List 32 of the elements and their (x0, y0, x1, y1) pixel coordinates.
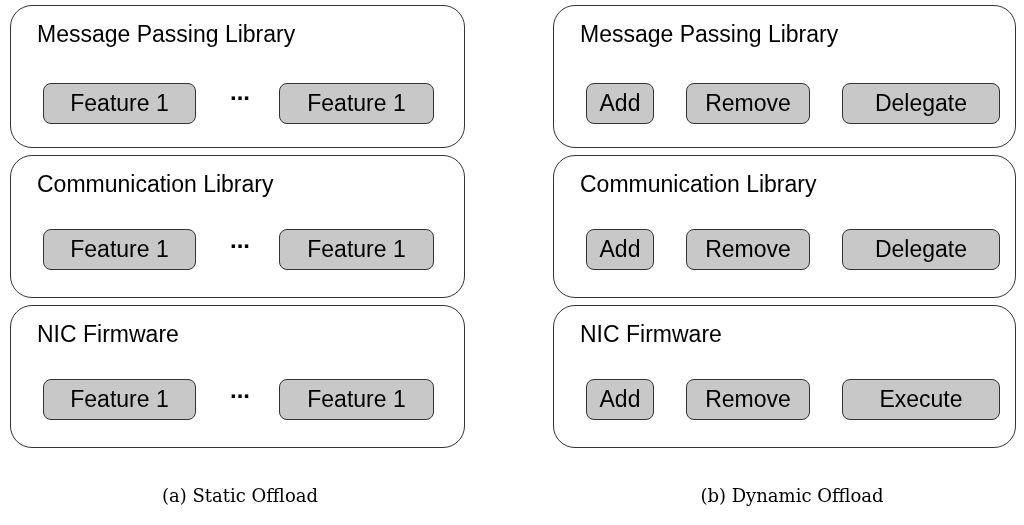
library-layer-box (10, 305, 465, 448)
layer-title: Communication Library (37, 170, 274, 199)
library-layer-box (553, 305, 1016, 448)
layer-title: NIC Firmware (580, 320, 722, 349)
ellipsis: ... (229, 378, 251, 402)
layer-title: Message Passing Library (37, 20, 296, 49)
layer-title: Communication Library (580, 170, 817, 199)
feature-box: Feature 1 (43, 83, 196, 124)
library-layer-box (553, 155, 1016, 298)
ellipsis: ... (229, 228, 251, 252)
ellipsis: ... (229, 80, 251, 104)
feature-box: Feature 1 (43, 229, 196, 270)
library-layer-box (553, 5, 1016, 148)
feature-box: Feature 1 (279, 229, 434, 270)
library-layer-box (10, 155, 465, 298)
layer-title: NIC Firmware (37, 320, 179, 349)
layer-title: Message Passing Library (580, 20, 839, 49)
feature-box: Add (586, 379, 654, 420)
caption: (a) Static Offload (161, 484, 319, 508)
feature-box: Remove (686, 83, 810, 124)
feature-box: Feature 1 (43, 379, 196, 420)
caption: (b) Dynamic Offload (699, 484, 885, 508)
feature-box: Delegate (842, 229, 1000, 270)
feature-box: Delegate (842, 83, 1000, 124)
feature-box: Execute (842, 379, 1000, 420)
feature-box: Remove (686, 229, 810, 270)
feature-box: Feature 1 (279, 379, 434, 420)
library-layer-box (10, 5, 465, 148)
feature-box: Feature 1 (279, 83, 434, 124)
feature-box: Add (586, 83, 654, 124)
feature-box: Remove (686, 379, 810, 420)
feature-box: Add (586, 229, 654, 270)
